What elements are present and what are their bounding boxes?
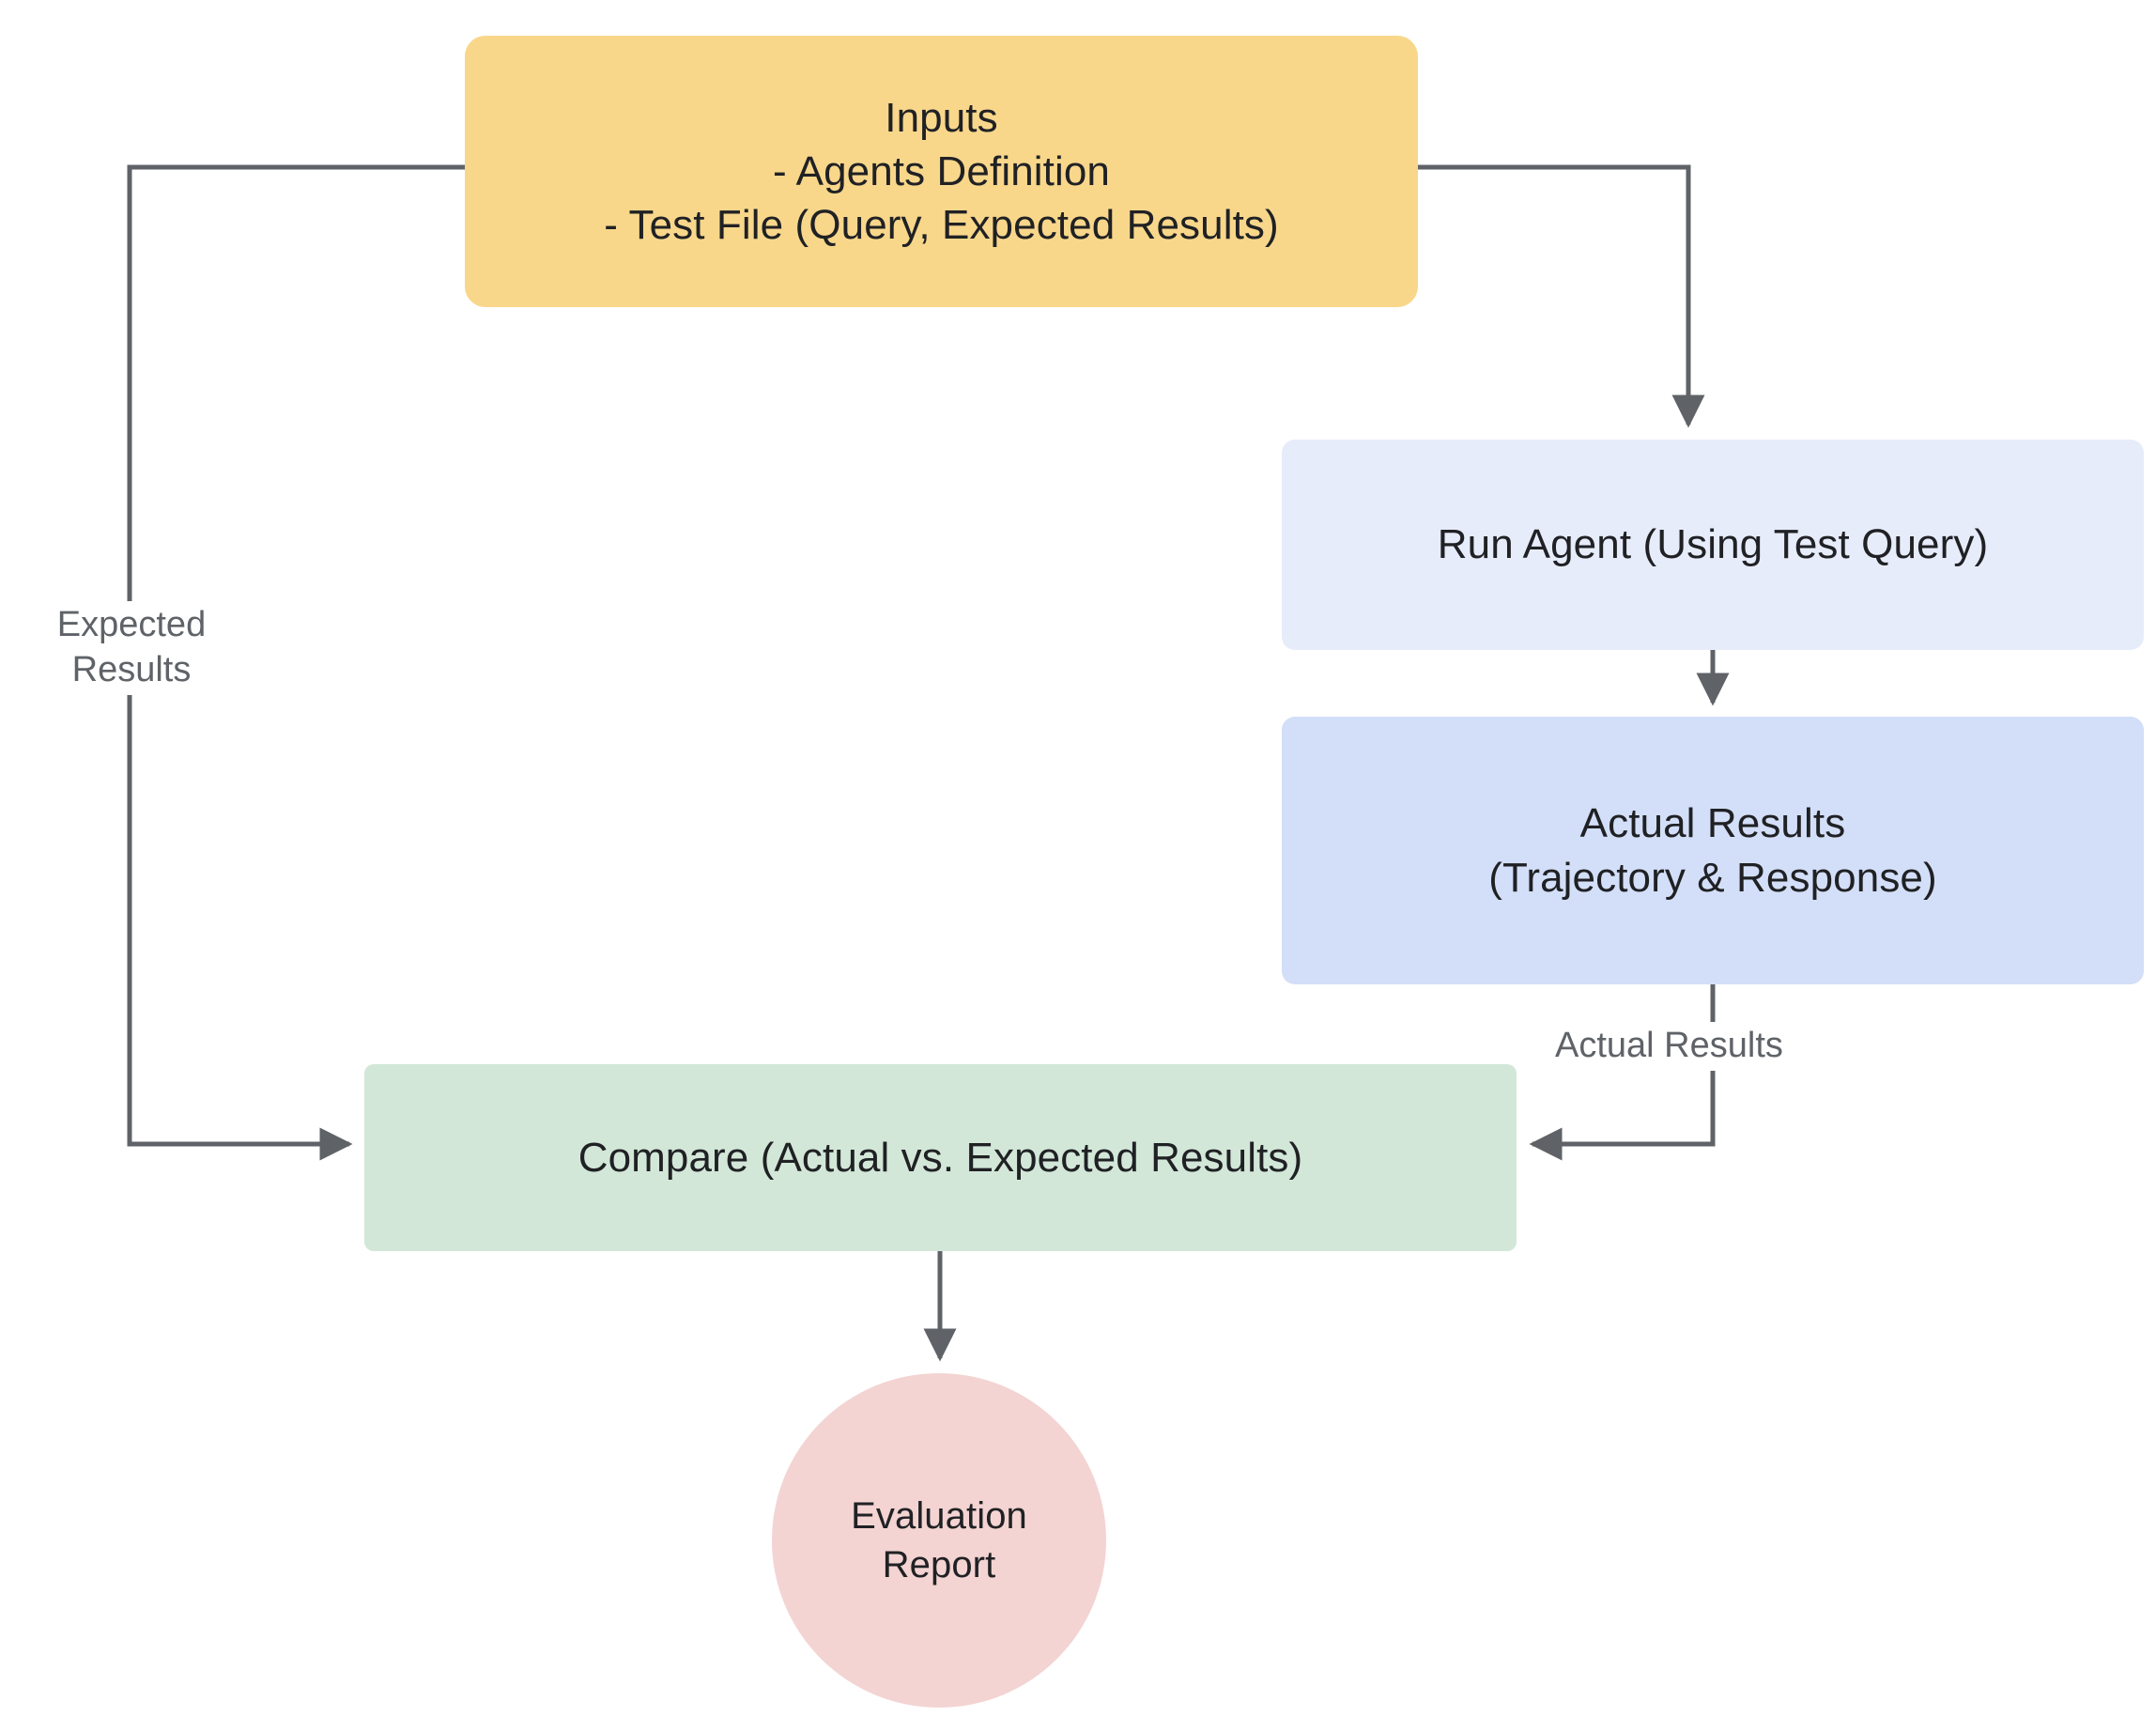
node-evaluation-report-label: Evaluation Report [851, 1495, 1027, 1586]
node-evaluation-report[interactable]: Evaluation Report [772, 1373, 1106, 1708]
edge-label-actual-results: Actual Results [1551, 1022, 1833, 1071]
node-inputs-label: Inputs - Agents Definition - Test File (… [604, 94, 1279, 249]
edge-inputs-to-run-agent [1418, 164, 1705, 428]
node-compare-label: Compare (Actual vs. Expected Results) [578, 1134, 1303, 1181]
node-actual-results-label: Actual Results (Trajectory & Response) [1488, 800, 1937, 901]
node-actual-results[interactable]: Actual Results (Trajectory & Response) [1282, 717, 2144, 984]
node-inputs[interactable]: Inputs - Agents Definition - Test File (… [465, 36, 1418, 307]
node-compare[interactable]: Compare (Actual vs. Expected Results) [364, 1064, 1517, 1251]
node-run-agent-label: Run Agent (Using Test Query) [1437, 521, 1989, 568]
edge-label-expected-results: Expected Results [28, 601, 235, 695]
node-run-agent[interactable]: Run Agent (Using Test Query) [1282, 440, 2144, 650]
